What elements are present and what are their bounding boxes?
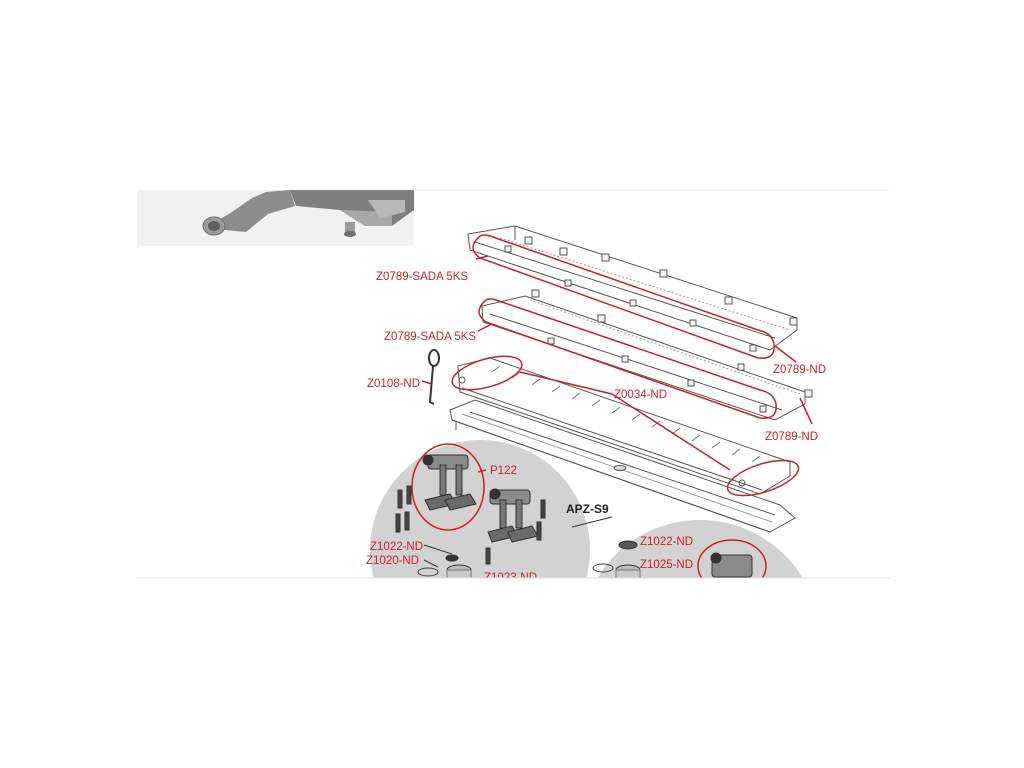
label-nd-lower: Z0789-ND <box>765 431 818 443</box>
siphon-parts <box>592 540 753 578</box>
label-z1022-right: Z1022-ND <box>640 536 693 548</box>
callout-siphon <box>697 539 767 578</box>
label-p122: P122 <box>490 465 517 477</box>
callout-frame-lower <box>478 298 777 419</box>
callout-frame-upper <box>472 234 775 359</box>
callout-grating-end-right <box>726 459 800 497</box>
label-z0108: Z0108-ND <box>367 378 420 390</box>
label-z1020-left: Z1020-ND <box>366 555 419 567</box>
leader-lines <box>423 516 613 568</box>
label-sada-upper: Z0789-SADA 5KS <box>376 271 468 283</box>
product-photo <box>137 190 414 246</box>
detail-circle-left <box>370 440 590 578</box>
label-z0034: Z0034-ND <box>614 389 667 401</box>
label-sada-lower: Z0789-SADA 5KS <box>384 331 476 343</box>
label-z1022-left: Z1022-ND <box>370 541 423 553</box>
callout-grating-end-left <box>451 355 523 391</box>
label-apz: APZ-S9 <box>566 502 609 516</box>
anchor-parts <box>395 454 546 578</box>
frame-lower <box>481 289 813 421</box>
drain-channel <box>449 399 796 533</box>
label-z1023-left: Z1023-ND <box>484 572 537 584</box>
callout-anchor <box>411 443 485 531</box>
label-nd-upper: Z0789-ND <box>773 364 826 376</box>
callout-shapes <box>411 234 813 578</box>
locking-key <box>428 349 440 405</box>
label-z1025-right: Z1025-ND <box>640 559 693 571</box>
